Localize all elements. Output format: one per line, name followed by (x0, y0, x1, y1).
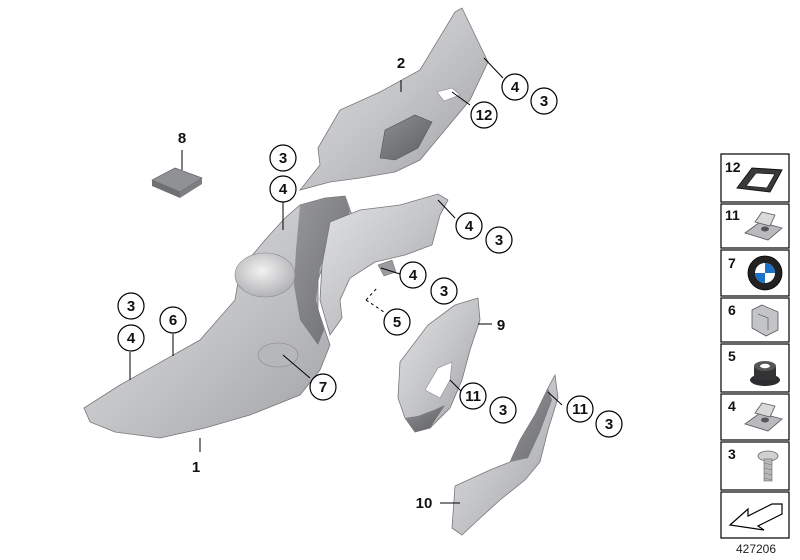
callout-3-upper-left: 3 (269, 144, 297, 172)
callout-3-mid-right: 3 (485, 226, 513, 254)
callout-11-lower-right: 11 (566, 395, 594, 423)
label-part-1: 1 (192, 459, 200, 476)
callout-4-middle: 4 (399, 261, 427, 289)
label-part-9: 9 (497, 317, 505, 334)
legend-row-arrow (720, 491, 790, 539)
part-1-side-trim (83, 195, 353, 439)
leader-lines (129, 57, 563, 504)
callout-4-left: 4 (117, 324, 145, 352)
part-10-bracket (451, 373, 559, 536)
callout-7: 7 (309, 373, 337, 401)
callout-3-lower-right: 3 (595, 410, 623, 438)
catalog-number: 427206 (736, 542, 776, 556)
callout-3-left: 3 (117, 292, 145, 320)
svg-text:11: 11 (465, 388, 481, 405)
legend-row-11: 11 (720, 203, 790, 249)
svg-text:5: 5 (393, 314, 401, 331)
svg-text:3: 3 (605, 416, 613, 433)
legend-row-4: 4 (720, 393, 790, 441)
svg-text:12: 12 (476, 107, 493, 124)
svg-text:3: 3 (540, 93, 548, 110)
clip-nut-icon (744, 211, 783, 241)
label-part-10: 10 (416, 495, 433, 512)
callout-4-mid-right: 4 (455, 212, 483, 240)
callout-3-middle: 3 (430, 277, 458, 305)
svg-text:3: 3 (440, 283, 448, 300)
arrow-icon (728, 503, 783, 531)
svg-text:7: 7 (728, 255, 736, 271)
callout-12: 12 (470, 101, 498, 129)
svg-text:4: 4 (728, 398, 736, 414)
svg-text:4: 4 (465, 218, 474, 235)
svg-text:6: 6 (169, 312, 177, 329)
label-part-2: 2 (397, 55, 405, 72)
svg-text:4: 4 (511, 79, 520, 96)
callout-3-top: 3 (530, 87, 558, 115)
clip-nut-icon-2 (744, 402, 783, 432)
plain-labels: 1 2 8 9 10 (178, 55, 505, 512)
svg-text:3: 3 (495, 232, 503, 249)
rubber-grommet-icon (750, 361, 780, 386)
screw-icon (757, 450, 779, 482)
svg-text:11: 11 (725, 207, 740, 223)
svg-text:7: 7 (319, 379, 327, 396)
parts-legend: 12 11 7 (720, 153, 790, 539)
svg-text:4: 4 (279, 181, 288, 198)
label-part-8: 8 (178, 130, 186, 147)
legend-row-6: 6 (720, 297, 790, 343)
part-1-upper-shell (319, 193, 449, 336)
svg-text:3: 3 (728, 446, 736, 462)
legend-row-7: 7 (720, 249, 790, 297)
svg-text:11: 11 (572, 401, 588, 418)
svg-text:3: 3 (499, 402, 507, 419)
legend-row-5: 5 (720, 343, 790, 393)
bmw-emblem-icon (747, 255, 783, 291)
callout-4-upper-left: 4 (269, 175, 297, 203)
svg-text:4: 4 (127, 330, 136, 347)
svg-text:3: 3 (127, 298, 135, 315)
legend-row-3: 3 (720, 441, 790, 491)
part-9-inner-cover (397, 297, 481, 433)
callout-5: 5 (383, 308, 411, 336)
callout-4-top: 4 (501, 73, 529, 101)
svg-text:6: 6 (728, 302, 736, 318)
callout-3-lower-mid: 3 (489, 396, 517, 424)
svg-text:4: 4 (409, 267, 418, 284)
svg-text:12: 12 (725, 159, 741, 175)
legend-row-12: 12 (720, 153, 790, 203)
part-2-upper-panel (298, 7, 489, 191)
spring-clip-icon (751, 304, 779, 337)
svg-text:5: 5 (728, 348, 736, 364)
circled-callouts: 4 3 12 3 4 4 3 4 (117, 73, 623, 438)
grommet-ring-icon (736, 167, 783, 193)
callout-6: 6 (159, 306, 187, 334)
svg-text:3: 3 (279, 150, 287, 167)
part-8-pad (151, 167, 203, 198)
callout-11-lower-mid: 11 (459, 382, 487, 410)
